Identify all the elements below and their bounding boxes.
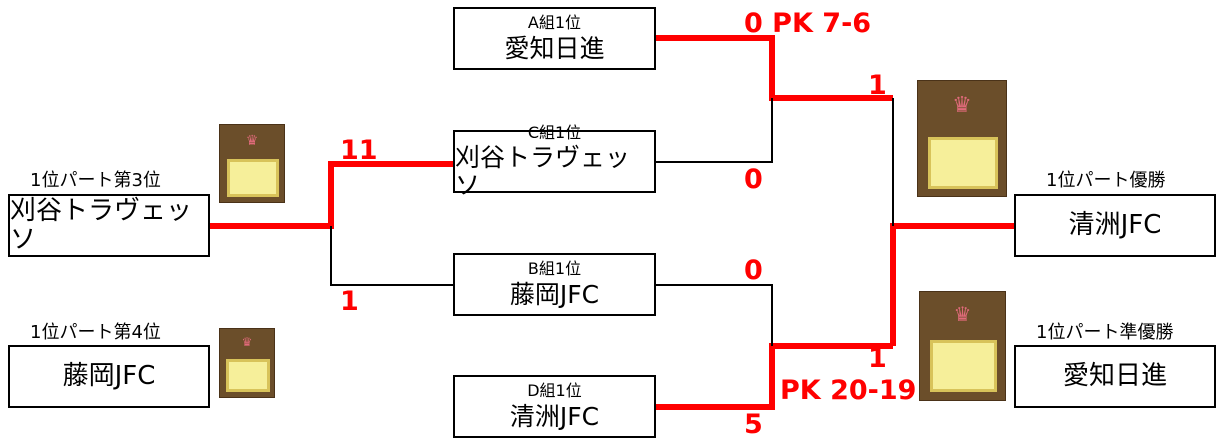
trophy-icon: ♛ xyxy=(219,124,285,203)
team-name: 清洲JFC xyxy=(1068,210,1162,241)
score-final-pk: PK 20-19 xyxy=(780,375,917,406)
team-name: 藤岡JFC xyxy=(509,280,600,310)
score-semi1-top: 0 PK 7-6 xyxy=(744,8,872,39)
trophy-icon: ♛ xyxy=(917,80,1007,197)
semi1-winner-line xyxy=(655,35,893,101)
score-third-bottom: 1 xyxy=(340,286,359,317)
group-label: D組1位 xyxy=(527,381,582,401)
team-name: 清洲JFC xyxy=(509,402,600,432)
third-place-box: 刈谷トラヴェッソ xyxy=(8,194,210,257)
winner-box: 清洲JFC xyxy=(1014,194,1216,257)
match-box-c1: C組1位 刈谷トラヴェッソ xyxy=(453,124,656,199)
runner-up-label: 1位パート準優勝 xyxy=(1036,322,1174,343)
semi2-winner-line xyxy=(655,343,893,410)
group-label: C組1位 xyxy=(527,122,582,142)
runner-up-box: 愛知日進 xyxy=(1014,345,1216,408)
crown-icon: ♛ xyxy=(952,93,972,118)
team-name: 藤岡JFC xyxy=(62,361,156,392)
team-name: 刈谷トラヴェッソ xyxy=(455,143,631,200)
winner-label: 1位パート優勝 xyxy=(1046,170,1166,191)
group-label: B組1位 xyxy=(527,259,582,279)
score-third-top: 11 xyxy=(340,135,378,166)
fourth-place-box: 藤岡JFC xyxy=(8,345,210,408)
match-box-b1: B組1位 藤岡JFC xyxy=(453,253,656,316)
third-place-label: 1位パート第3位 xyxy=(30,170,161,191)
match-box-a1: A組1位 愛知日進 xyxy=(453,7,656,70)
third-loser-line xyxy=(330,226,453,286)
score-semi2-top: 0 xyxy=(744,255,763,286)
trophy-icon: ♛ xyxy=(919,291,1006,401)
score-semi1-bottom: 0 xyxy=(744,164,763,195)
team-name: 刈谷トラヴェッソ xyxy=(10,195,193,255)
semi1-loser-line xyxy=(655,98,773,163)
match-box-d1: D組1位 清洲JFC xyxy=(453,375,656,438)
crown-icon: ♛ xyxy=(953,302,972,326)
score-final-bottom: 1 xyxy=(868,343,887,374)
score-semi2-bottom: 5 xyxy=(744,409,763,440)
third-winner-line xyxy=(209,161,453,229)
team-name: 愛知日進 xyxy=(504,34,605,64)
team-name: 愛知日進 xyxy=(1062,361,1167,392)
trophy-icon: ♛ xyxy=(219,328,275,398)
semi2-loser-line xyxy=(655,284,773,346)
group-label: A組1位 xyxy=(527,13,582,33)
score-final-top: 1 xyxy=(868,70,887,101)
crown-icon: ♛ xyxy=(241,335,253,349)
crown-icon: ♛ xyxy=(245,133,259,149)
fourth-place-label: 1位パート第4位 xyxy=(30,322,161,343)
